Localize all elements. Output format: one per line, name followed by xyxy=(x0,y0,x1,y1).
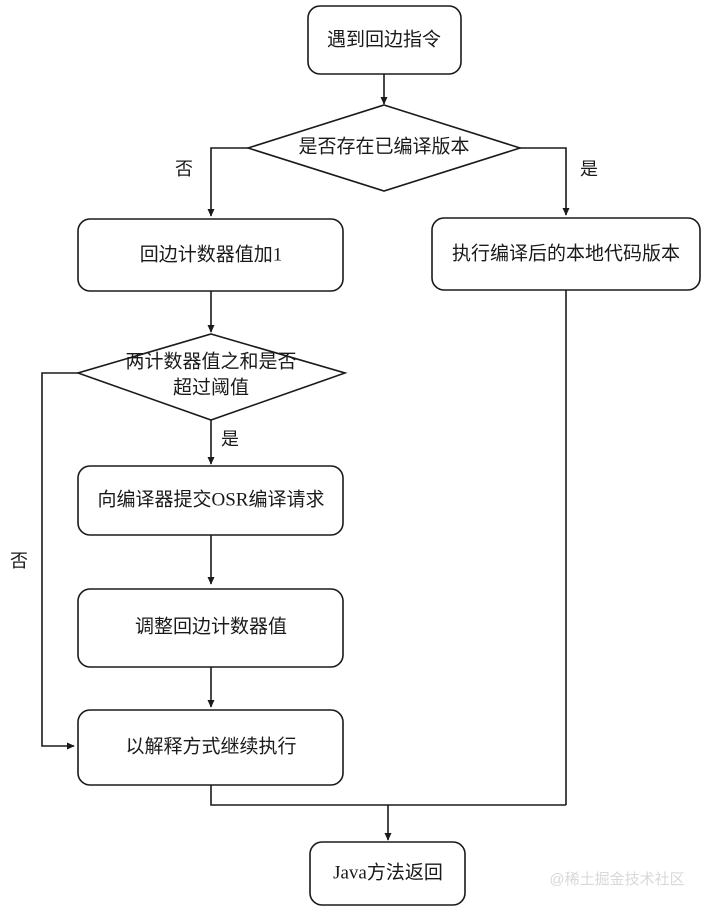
node-increment[interactable]: 回边计数器值加1 xyxy=(77,218,344,292)
node-start[interactable]: 遇到回边指令 xyxy=(307,5,462,75)
node-return-shape xyxy=(309,841,466,906)
node-osr-request-label: 向编译器提交OSR编译请求 xyxy=(98,488,325,510)
edge-label-decision1-no: 否 xyxy=(175,159,193,179)
node-decision1[interactable]: 是否存在已编译版本 xyxy=(245,104,523,192)
connector-layer xyxy=(41,74,570,841)
connector-interpret-to-merge xyxy=(210,785,566,806)
node-return[interactable]: Java方法返回 xyxy=(309,841,466,906)
node-interpret-label: 以解释方式继续执行 xyxy=(125,735,296,757)
connector-decision2-no-to-interpret xyxy=(41,372,78,750)
node-adjust-label: 调整回边计数器值 xyxy=(135,615,287,637)
node-run-compiled-label: 执行编译后的本地代码版本 xyxy=(452,242,680,264)
edge-label-decision1-yes: 是 xyxy=(580,159,598,179)
node-decision1-label: 是否存在已编译版本 xyxy=(298,135,469,157)
node-increment-label: 回边计数器值加1 xyxy=(140,243,283,265)
node-osr-request[interactable]: 向编译器提交OSR编译请求 xyxy=(77,465,344,536)
connector-decision1-yes-to-run-compiled xyxy=(520,147,570,216)
node-decision2-shape xyxy=(75,333,348,421)
node-interpret-shape xyxy=(77,709,344,786)
node-return-label: Java方法返回 xyxy=(333,861,443,883)
node-osr-request-shape xyxy=(77,465,344,536)
watermark: @稀土掘金技术社区 xyxy=(549,871,684,888)
node-adjust[interactable]: 调整回边计数器值 xyxy=(77,588,344,668)
node-adjust-shape xyxy=(77,588,344,668)
node-decision1-shape xyxy=(245,104,523,192)
edge-label-decision2-no: 否 xyxy=(10,551,28,571)
node-start-shape xyxy=(307,5,462,75)
node-decision2[interactable]: 两计数器值之和是否 超过阈值 xyxy=(75,333,348,421)
node-start-label: 遇到回边指令 xyxy=(327,28,441,50)
connector-decision1-no-to-increment xyxy=(207,147,248,217)
node-run-compiled-shape xyxy=(431,217,701,291)
node-interpret[interactable]: 以解释方式继续执行 xyxy=(77,709,344,786)
edge-label-decision2-yes: 是 xyxy=(221,429,239,449)
node-decision2-label-line1: 两计数器值之和是否 xyxy=(125,350,296,372)
node-decision2-label-line2: 超过阈值 xyxy=(173,376,249,398)
node-increment-shape xyxy=(77,218,344,292)
node-run-compiled[interactable]: 执行编译后的本地代码版本 xyxy=(431,217,701,291)
